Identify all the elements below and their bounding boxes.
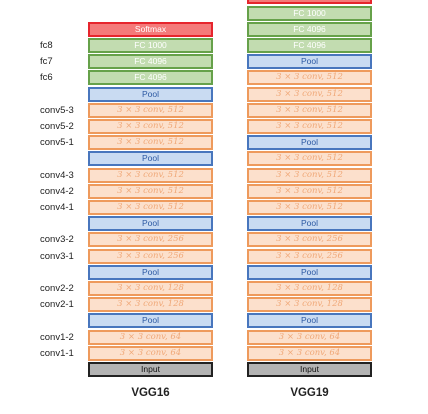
- vgg16-layer-softmax: Softmax: [88, 21, 213, 37]
- vgg19-layer-pool: Pool: [247, 264, 372, 280]
- layer-label: fc6: [40, 72, 53, 84]
- vgg19-layer-fc: FC 1000: [247, 5, 372, 21]
- vgg16-layer-pool: Pool: [88, 313, 213, 329]
- layer-label: conv4-3: [40, 169, 74, 181]
- vgg16-layer-conv: 3 × 3 conv, 512: [88, 167, 213, 183]
- vgg16-layer-conv: 3 × 3 conv, 256: [88, 248, 213, 264]
- layer-label: conv1-1: [40, 347, 74, 359]
- vgg19-layer-fc: FC 4096: [247, 38, 372, 53]
- vgg19-layer-pool: Pool: [247, 54, 372, 70]
- vgg16-layer-pool: Pool: [88, 86, 213, 102]
- layer-label: fc7: [40, 56, 53, 68]
- vgg16-layer-pool: Pool: [88, 216, 213, 232]
- vgg16-layer-pool: Pool: [88, 151, 213, 167]
- layer-label: conv3-2: [40, 234, 74, 246]
- layer-label: conv5-3: [40, 104, 74, 116]
- layer-label: conv2-1: [40, 299, 74, 311]
- layer-label: conv4-1: [40, 202, 74, 213]
- vgg19-layer-conv: 3 × 3 conv, 128: [247, 297, 372, 313]
- vgg16-layer-fc: FC 1000: [88, 38, 213, 53]
- vgg16-layer-conv: 3 × 3 conv, 512: [88, 135, 213, 151]
- vgg19-layer-conv: 3 × 3 conv, 512: [247, 167, 372, 183]
- vgg19-layer-conv: 3 × 3 conv, 512: [247, 70, 372, 86]
- vgg16-layer-fc: FC 4096: [88, 70, 213, 86]
- vgg19-layer-conv: 3 × 3 conv, 256: [247, 232, 372, 248]
- vgg16-layer-conv: 3 × 3 conv, 512: [88, 119, 213, 134]
- vgg19-layer-conv: 3 × 3 conv, 64: [247, 345, 372, 361]
- vgg16-layer-input: Input: [88, 362, 213, 377]
- layer-label: conv3-1: [40, 250, 74, 262]
- vgg16-layer-conv: 3 × 3 conv, 64: [88, 329, 213, 345]
- vgg19-layer-conv: 3 × 3 conv, 512: [247, 151, 372, 167]
- vgg19-layer-pool: Pool: [247, 135, 372, 151]
- vgg19-layer-conv: 3 × 3 conv, 64: [247, 329, 372, 345]
- vgg16-layer-conv: 3 × 3 conv, 512: [88, 102, 213, 118]
- vgg19-title: VGG19: [290, 387, 329, 399]
- layer-label: conv5-2: [40, 121, 74, 132]
- vgg16-layer-fc: FC 4096: [88, 54, 213, 70]
- vgg19-layer-input: Input: [247, 362, 372, 377]
- layer-label: conv5-1: [40, 137, 74, 149]
- vgg19-layer-pool: Pool: [247, 216, 372, 232]
- vgg19-layer-conv: 3 × 3 conv, 128: [247, 281, 372, 296]
- vgg19-layer-fc: FC 4096: [247, 21, 372, 37]
- vgg16-layer-conv: 3 × 3 conv, 256: [88, 232, 213, 248]
- vgg19-layer-conv: 3 × 3 conv, 512: [247, 86, 372, 102]
- vgg19-layer-pool: Pool: [247, 313, 372, 329]
- vgg16-layer-conv: 3 × 3 conv, 128: [88, 281, 213, 296]
- layer-label: conv2-2: [40, 283, 74, 294]
- vgg19-layer-softmax: Softmax: [247, 0, 372, 5]
- vgg16-layer-conv: 3 × 3 conv, 64: [88, 345, 213, 361]
- vgg19-layer-conv: 3 × 3 conv, 512: [247, 102, 372, 118]
- layer-label: conv1-2: [40, 331, 74, 343]
- vgg16-layer-pool: Pool: [88, 264, 213, 280]
- vgg19-layer-conv: 3 × 3 conv, 512: [247, 119, 372, 134]
- vgg16-layer-conv: 3 × 3 conv, 128: [88, 297, 213, 313]
- vgg16-title: VGG16: [131, 387, 170, 399]
- vgg19-layer-conv: 3 × 3 conv, 512: [247, 200, 372, 215]
- layer-label: conv4-2: [40, 185, 74, 197]
- vgg19-layer-conv: 3 × 3 conv, 256: [247, 248, 372, 264]
- vgg19-layer-conv: 3 × 3 conv, 512: [247, 183, 372, 199]
- vgg16-layer-conv: 3 × 3 conv, 512: [88, 183, 213, 199]
- layer-label: fc8: [40, 40, 53, 51]
- vgg16-layer-conv: 3 × 3 conv, 512: [88, 200, 213, 215]
